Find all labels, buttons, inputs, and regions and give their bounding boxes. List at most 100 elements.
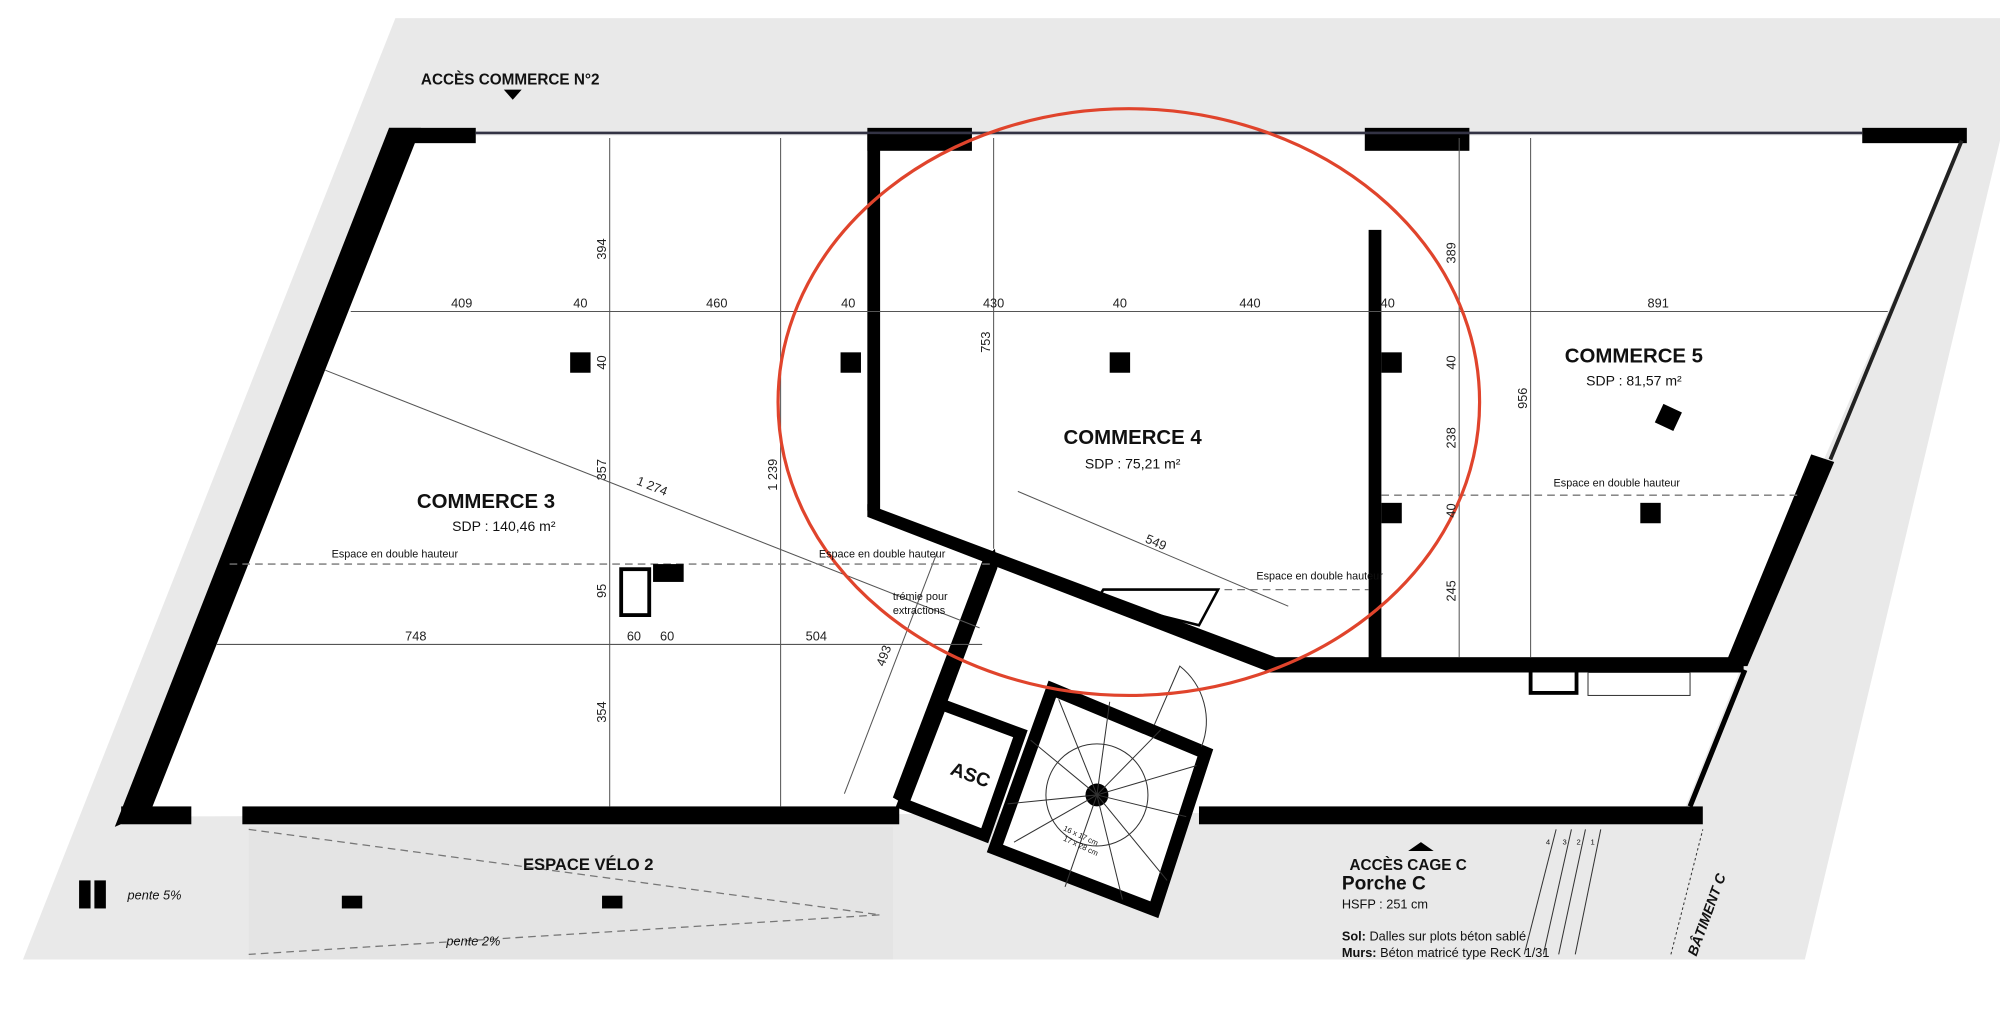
double-height-label: Espace en double hauteur — [332, 549, 459, 561]
dimension-label: 430 — [983, 296, 1004, 311]
wall-right-lower — [1687, 668, 1748, 808]
velo-room — [248, 826, 893, 960]
dimension-label: 357 — [594, 459, 609, 480]
room-sdp-commerce-3: SDP : 140,46 m² — [452, 518, 556, 534]
dimension-label: 95 — [594, 584, 609, 598]
column — [1381, 502, 1402, 524]
dimension-label: 394 — [594, 238, 609, 259]
column — [1109, 352, 1131, 373]
dimension-label: 60 — [660, 629, 674, 644]
wall-bottom-left — [121, 806, 192, 825]
room-name-commerce-5: COMMERCE 5 — [1565, 346, 1703, 368]
access-cage-label: ACCÈS CAGE C — [1349, 857, 1466, 874]
wall-left — [114, 127, 421, 827]
dimension-label: 409 — [451, 296, 472, 311]
columns — [341, 352, 1682, 909]
dimension-label: 956 — [1515, 388, 1530, 409]
porche-hsfp: HSFP : 251 cm — [1342, 896, 1428, 911]
stair-treads — [1007, 699, 1197, 900]
room-name-commerce-3: COMMERCE 3 — [417, 491, 555, 513]
dimension-label: 40 — [573, 296, 587, 311]
meter-icon — [79, 880, 91, 909]
access-arrow-icon — [503, 89, 522, 100]
porche-name: Porche C — [1342, 873, 1426, 894]
exterior-stairs — [1523, 829, 1704, 955]
dimension-label: 1 239 — [765, 459, 780, 491]
glazing-right — [1828, 139, 1964, 461]
dimension-label: 238 — [1443, 427, 1458, 448]
highlight-circle — [776, 107, 1482, 698]
dimension-label: 748 — [405, 629, 426, 644]
slope-label: pente 5% — [127, 888, 182, 903]
svg-text:2: 2 — [1577, 838, 1581, 847]
column — [602, 895, 623, 909]
column — [840, 352, 861, 373]
room-name-commerce-4: COMMERCE 4 — [1064, 427, 1203, 449]
dimension-label: 40 — [1381, 296, 1395, 311]
tremie-label: trémie pour — [893, 591, 948, 603]
dimensions-top: 409 40 460 40 430 40 440 40 891 — [451, 296, 1669, 311]
access-cage-arrow-icon — [1408, 842, 1434, 852]
wall-commerce4-diagonal — [867, 504, 1276, 673]
svg-text:3: 3 — [1563, 838, 1567, 847]
dimension-label: 245 — [1443, 580, 1458, 601]
dimension-label: 493 — [873, 643, 894, 668]
dimension-label: 40 — [1113, 296, 1127, 311]
porche-murs: Murs: Béton matricé type RecK 1/31 — [1342, 945, 1550, 960]
dimension-label: 40 — [1443, 503, 1458, 517]
tremie-label: extractions — [893, 605, 946, 617]
velo-room-name: ESPACE VÉLO 2 — [523, 855, 654, 874]
door-swing — [1153, 665, 1207, 747]
wall-bottom-right — [1198, 806, 1703, 825]
stair-walkline — [1045, 743, 1149, 847]
tremie-shaft — [619, 567, 652, 618]
room-sdp-commerce-4: SDP : 75,21 m² — [1085, 455, 1181, 471]
wall-top-left — [389, 127, 476, 144]
room-sdp-commerce-5: SDP : 81,57 m² — [1586, 372, 1682, 388]
column — [341, 895, 363, 909]
column — [570, 352, 591, 373]
dimension-label: 460 — [706, 296, 727, 311]
page-bottom-mask — [0, 964, 2000, 1021]
velo-slopes — [79, 828, 881, 956]
column — [1640, 502, 1661, 524]
double-height-label: Espace en double hauteur — [1554, 477, 1681, 489]
dimension-label: 354 — [594, 701, 609, 722]
porche-sol: Sol: Dalles sur plots béton sablé — [1342, 928, 1526, 943]
dimension-label: 753 — [978, 331, 993, 352]
wall-top-corner — [1862, 127, 1967, 144]
elevator-shaft — [895, 697, 1028, 844]
dimension-lines — [216, 138, 1888, 807]
double-height-label: Espace en double hauteur — [819, 549, 946, 561]
dimension-label: 891 — [1648, 296, 1669, 311]
wall-commerce4-right — [1368, 229, 1382, 667]
double-height-label: Espace en double hauteur — [1256, 570, 1383, 582]
building-interior — [121, 135, 1965, 817]
step-numbers: 4 3 2 1 — [1546, 838, 1595, 847]
dimensions-bottom: 748 60 60 504 — [405, 629, 827, 644]
slope-label: pente 2% — [445, 933, 500, 948]
svg-text:4: 4 — [1546, 838, 1551, 847]
wall-top-right — [1364, 127, 1470, 151]
stair-landing — [1094, 588, 1221, 627]
dimension-label: 389 — [1443, 242, 1458, 263]
dimension-label: 40 — [841, 296, 855, 311]
wall-commerce4-left — [867, 134, 881, 511]
dimension-label: 40 — [594, 355, 609, 369]
dimension-label: 504 — [806, 629, 827, 644]
column — [1654, 403, 1682, 431]
wall-right — [1724, 454, 1835, 667]
svg-text:1: 1 — [1591, 838, 1595, 847]
dimension-label: 440 — [1239, 296, 1260, 311]
stair-commerce5 — [1528, 668, 1691, 696]
wall-core-top — [1269, 657, 1744, 673]
column — [653, 564, 684, 582]
wall-bottom — [242, 806, 900, 825]
access-commerce-label: ACCÈS COMMERCE N°2 — [421, 71, 600, 88]
column — [1381, 352, 1402, 373]
meter-icon — [94, 880, 106, 909]
dimensions-vertical: 394 40 357 95 354 1 239 753 389 40 238 4… — [594, 238, 1530, 722]
dimension-label: 40 — [1443, 355, 1458, 369]
dimension-label: 60 — [627, 629, 641, 644]
